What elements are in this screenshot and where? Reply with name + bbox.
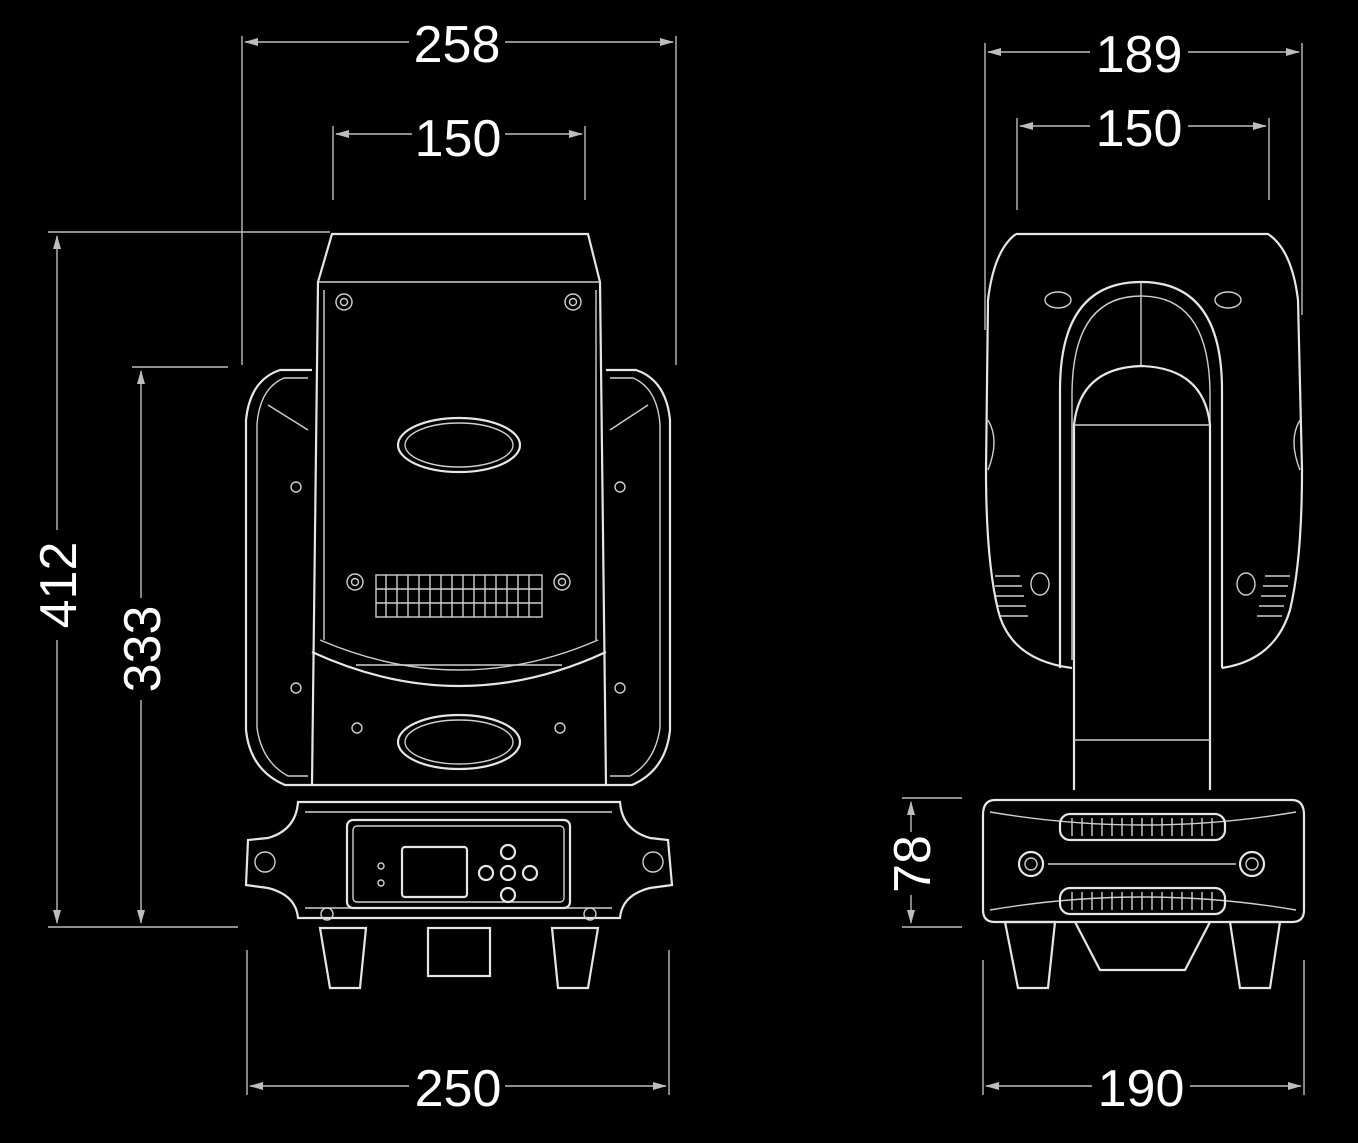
side-dim-190: 190 bbox=[982, 960, 1305, 1118]
dim-label-side-width: 189 bbox=[1096, 26, 1183, 84]
front-dim-412: 412 bbox=[30, 231, 330, 928]
front-dim-250: 250 bbox=[246, 950, 670, 1118]
dim-label-front-base-width: 250 bbox=[415, 1060, 502, 1118]
side-dim-189: 189 bbox=[984, 26, 1303, 330]
front-view: 258 150 412 333 250 bbox=[30, 16, 677, 1118]
front-dim-258: 258 bbox=[241, 16, 677, 365]
front-yoke bbox=[244, 368, 672, 787]
dim-label-side-head-width: 150 bbox=[1096, 100, 1183, 158]
side-dim-150: 150 bbox=[1016, 100, 1270, 210]
front-base bbox=[244, 800, 674, 990]
dim-label-front-width: 258 bbox=[414, 16, 501, 74]
front-head bbox=[310, 232, 608, 787]
dim-label-side-base-width: 190 bbox=[1098, 1060, 1185, 1118]
front-dim-150: 150 bbox=[332, 110, 586, 200]
side-dim-78: 78 bbox=[884, 797, 962, 928]
front-dim-333: 333 bbox=[114, 366, 228, 924]
side-base bbox=[981, 798, 1306, 990]
dim-label-front-height: 412 bbox=[30, 542, 88, 629]
dim-label-side-base-height: 78 bbox=[884, 835, 942, 893]
side-head bbox=[984, 232, 1304, 790]
side-view: 189 150 78 190 bbox=[884, 26, 1306, 1118]
dim-label-front-head-width: 150 bbox=[415, 110, 502, 168]
dim-label-front-arm-height: 333 bbox=[114, 606, 172, 693]
